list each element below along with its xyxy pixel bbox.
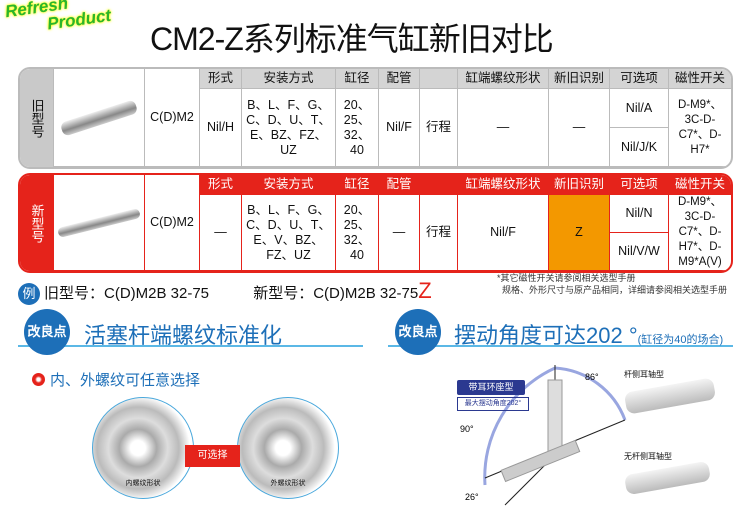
new-mount: B、L、F、G、C、D、U、T、E、V、BZ、FZ、UZ — [242, 195, 336, 271]
new-model-label: 新型号 — [20, 175, 54, 271]
header-options: 可选项 — [610, 69, 669, 89]
old-model-label: 旧型号 — [20, 69, 54, 167]
selectable-arrow: 可选择 — [185, 445, 240, 467]
header-switch: 磁性开关 — [669, 69, 731, 89]
example-icon: 例 — [18, 283, 40, 306]
old-stroke: 行程 — [420, 89, 458, 167]
improvement-badge: 改良点 — [395, 309, 441, 355]
old-ident: — — [549, 89, 610, 167]
header-thread: 缸端螺纹形状 — [458, 175, 549, 195]
old-option: Nil/J/K — [610, 128, 669, 167]
divider — [388, 345, 733, 347]
divider — [18, 345, 363, 347]
type-label: 带耳环座型 — [457, 380, 525, 395]
bullet-icon — [32, 373, 45, 386]
angle-26-label: 26° — [465, 492, 479, 502]
old-bore: 20、25、32、40 — [336, 89, 379, 167]
old-form: Nil/H — [200, 89, 242, 167]
angle-86-label: 86° — [585, 372, 599, 382]
new-form: — — [200, 195, 242, 271]
header-thread: 缸端螺纹形状 — [458, 69, 549, 89]
new-bore: 20、25、32、40 — [336, 195, 379, 271]
section2-title: 摆动角度可达202 °(缸径为40的场合) — [454, 323, 724, 348]
example-line: 例旧型号：C(D)M2B 32-75 新型号：C(D)M2B 32-75Z — [18, 278, 432, 306]
improvement-badge: 改良点 — [24, 309, 70, 355]
header-mount: 安装方式 — [242, 69, 336, 89]
header-ident: 新旧识别 — [549, 69, 610, 89]
old-thread: — — [458, 89, 549, 167]
notes: *其它磁性开关请参阅相关选型手册规格、外形尺寸与原产品相同，详细请参阅相关选型手… — [497, 273, 728, 295]
header-form: 形式 — [200, 69, 242, 89]
old-model-table: 旧型号 C(D)M2 形式 安装方式 缸径 配管 缸端螺纹形状 新旧识别 可选项… — [18, 67, 733, 169]
new-stroke: 行程 — [420, 195, 458, 271]
new-option: Nil/V/W — [610, 233, 669, 271]
new-option: Nil/N — [610, 195, 669, 233]
example-new: 新型号：C(D)M2B 32-75 — [253, 285, 419, 302]
header-ident: 新旧识别 — [549, 175, 610, 195]
no-rod-side-label: 无杆侧耳轴型 — [624, 452, 672, 461]
header-options: 可选项 — [610, 175, 669, 195]
new-ident: Z — [549, 195, 610, 271]
header-blank — [420, 69, 458, 89]
old-cylinder-image — [54, 69, 145, 167]
old-mount: B、L、F、G、C、D、U、T、E、BZ、FZ、UZ — [242, 89, 336, 167]
example-old: 旧型号：C(D)M2B 32-75 — [44, 285, 210, 302]
max-angle-label: 最大摆动角度202° — [457, 397, 529, 411]
rod-side-label: 杆侧耳轴型 — [624, 370, 664, 379]
page-title: CM2-Z系列标准气缸新旧对比 — [150, 21, 554, 57]
header-form: 形式 — [200, 175, 242, 195]
outer-thread-image: 外螺纹形状 — [237, 397, 339, 499]
angle-90-label: 90° — [460, 424, 474, 434]
header-switch: 磁性开关 — [669, 175, 731, 195]
header-piping: 配管 — [379, 175, 420, 195]
old-piping: Nil/F — [379, 89, 420, 167]
new-model-table: 新型号 C(D)M2 形式 安装方式 缸径 配管 缸端螺纹形状 新旧识别 可选项… — [18, 173, 733, 273]
section1-title: 活塞杆端螺纹标准化 — [84, 323, 283, 348]
old-option: Nil/A — [610, 89, 669, 128]
header-mount: 安装方式 — [242, 175, 336, 195]
old-model: C(D)M2 — [145, 69, 200, 167]
header-bore: 缸径 — [336, 69, 379, 89]
swing-angle-diagram: 86° 90° 26° — [460, 365, 627, 506]
header-blank — [420, 175, 458, 195]
new-piping: — — [379, 195, 420, 271]
new-cylinder-image — [54, 175, 145, 271]
example-suffix: Z — [418, 278, 432, 303]
bullet-item: 内、外螺纹可任意选择 — [32, 369, 200, 390]
header-bore: 缸径 — [336, 175, 379, 195]
new-thread: Nil/F — [458, 195, 549, 271]
new-switch: D-M9*、3C-D-C7*、D-H7*、D-M9*A(V) — [669, 195, 731, 271]
old-switch: D-M9*、3C-D-C7*、D-H7* — [669, 89, 731, 167]
header-piping: 配管 — [379, 69, 420, 89]
inner-thread-image: 内螺纹形状 — [92, 397, 194, 499]
new-model: C(D)M2 — [145, 175, 200, 271]
